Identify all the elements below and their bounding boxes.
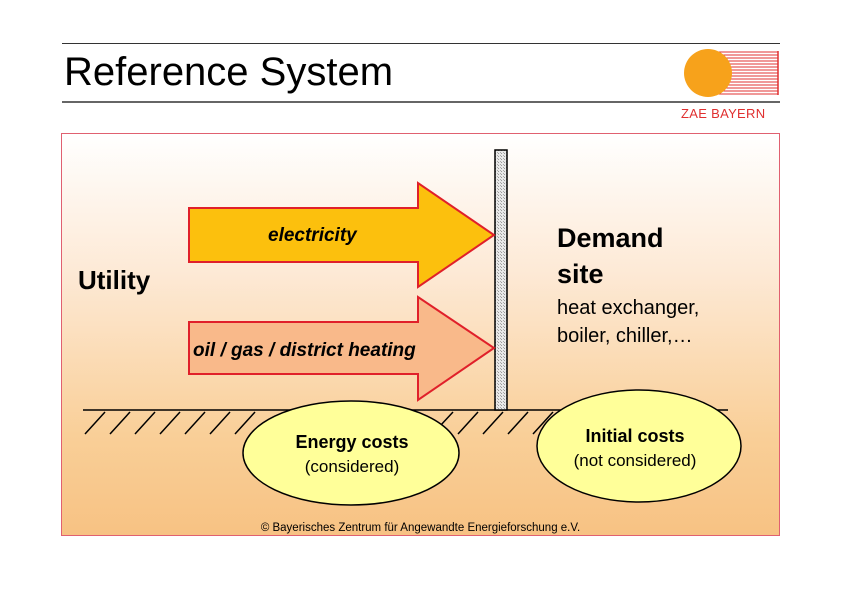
utility-label: Utility	[78, 265, 151, 295]
header-bottom-rule	[62, 101, 780, 103]
initial-costs-text: Initial costs (not considered)	[540, 424, 730, 473]
demand-site-equipment: heat exchanger, boiler, chiller,…	[557, 294, 699, 350]
initial-costs-title: Initial costs	[585, 426, 685, 446]
header-top-rule	[62, 43, 780, 44]
logo-sun	[684, 49, 732, 97]
demand-site-sub-line1: heat exchanger,	[557, 297, 700, 319]
logo-text: ZAE BAYERN	[681, 106, 766, 121]
boundary-wall	[494, 149, 508, 411]
energy-costs-title: Energy costs	[295, 432, 409, 452]
demand-site-sub-line2: boiler, chiller,…	[557, 325, 693, 347]
demand-site-line1: Demand	[557, 223, 664, 253]
heat-arrow	[188, 295, 496, 402]
page-title: Reference System	[64, 50, 394, 94]
copyright-footer: © Bayerisches Zentrum für Angewandte Ene…	[260, 522, 581, 534]
demand-site-title: Demand site	[557, 220, 664, 292]
demand-site-line2: site	[557, 259, 604, 289]
zae-logo-icon	[684, 49, 779, 97]
heat-source-label: oil / gas / district heating	[193, 340, 416, 361]
electricity-arrow	[188, 181, 496, 289]
initial-costs-subtitle: (not considered)	[573, 451, 697, 470]
energy-costs-text: Energy costs (considered)	[252, 430, 452, 479]
energy-costs-ellipse	[242, 400, 460, 506]
initial-costs-ellipse	[536, 389, 742, 503]
electricity-label: electricity	[268, 225, 357, 246]
energy-costs-subtitle: (considered)	[304, 457, 400, 476]
